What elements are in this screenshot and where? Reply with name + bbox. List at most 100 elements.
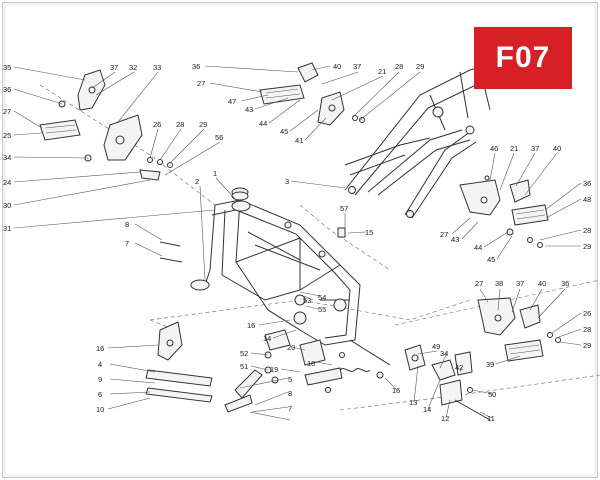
callout-15: 15	[365, 228, 373, 237]
leader-line	[497, 288, 501, 311]
callout-26-a: 26	[153, 120, 161, 129]
leader-line	[321, 71, 359, 85]
leader-line	[272, 329, 297, 339]
leader-line	[215, 177, 237, 201]
callout-21-b: 21	[510, 144, 518, 153]
leader-line	[299, 291, 321, 297]
callout-16-a: 16	[247, 321, 255, 330]
callout-7-a: 7	[125, 239, 129, 248]
leader-line	[13, 110, 43, 129]
leader-line	[524, 152, 558, 196]
leader-line	[471, 389, 494, 395]
leader-line	[13, 66, 86, 81]
leader-line	[169, 128, 205, 164]
leader-line	[351, 71, 400, 119]
leader-line	[280, 368, 301, 373]
leader-line	[107, 397, 151, 410]
callout-43-a: 43	[245, 105, 253, 114]
callout-39: 39	[486, 360, 494, 369]
callout-44-a: 44	[259, 119, 267, 128]
callout-34-b: 34	[440, 349, 448, 358]
callout-3: 3	[285, 177, 289, 186]
callout-29-b: 29	[416, 62, 424, 71]
leader-line	[459, 366, 463, 373]
leader-line	[551, 312, 582, 334]
callout-43-b: 43	[451, 235, 459, 244]
callout-40-b: 40	[553, 144, 561, 153]
leader-line	[159, 128, 182, 161]
leader-line	[13, 156, 89, 159]
leader-line	[499, 152, 515, 191]
leader-line	[559, 341, 582, 346]
leader-line	[384, 377, 398, 391]
callout-27: 27	[3, 107, 11, 116]
leader-line	[291, 346, 306, 351]
callout-45-b: 45	[487, 255, 495, 264]
leader-line	[268, 99, 301, 124]
callout-27-b: 27	[197, 79, 205, 88]
callout-28-c: 28	[583, 226, 591, 235]
callout-16-c: 16	[392, 386, 400, 395]
callout-12: 12	[441, 414, 449, 423]
callout-37-a: 37	[110, 63, 118, 72]
leader-line	[483, 231, 509, 248]
callout-33: 33	[153, 63, 161, 72]
callout-16-b: 16	[96, 344, 104, 353]
leader-line	[109, 363, 156, 373]
callout-51: 51	[240, 362, 248, 371]
leader-line	[289, 109, 319, 132]
main-frame	[190, 199, 361, 346]
callout-27-c: 27	[440, 230, 448, 239]
leader-line	[331, 75, 384, 101]
leader-line	[417, 350, 438, 355]
callout-36: 36	[3, 85, 11, 94]
callout-53: 53	[303, 296, 311, 305]
leader-line	[239, 377, 289, 389]
leader-line	[359, 71, 421, 121]
callout-27-d: 27	[475, 279, 483, 288]
callout-55: 55	[318, 305, 326, 314]
leader-line	[413, 365, 419, 403]
callout-36-b: 36	[192, 62, 200, 71]
leader-line	[545, 198, 582, 219]
callout-37-c: 37	[531, 144, 539, 153]
leader-line	[13, 209, 216, 229]
callout-9: 9	[98, 375, 102, 384]
leader-line	[107, 344, 159, 349]
left-footpeg-assembly	[39, 69, 173, 181]
leader-line	[427, 379, 441, 410]
leader-line	[13, 132, 43, 136]
callout-52: 52	[240, 349, 248, 358]
leader-line	[489, 152, 496, 181]
leader-line	[204, 65, 299, 73]
right-lower-footpeg	[477, 297, 561, 362]
leader-line	[199, 185, 206, 281]
leader-line	[13, 179, 151, 206]
leader-line	[117, 71, 159, 123]
page-code-badge: F07	[474, 27, 572, 89]
callout-1: 1	[213, 169, 217, 178]
callout-35: 35	[3, 63, 11, 72]
leader-line	[537, 288, 566, 319]
callout-labels: 35 36 27 25 34 24 30 31 37 32 33 26 28 2…	[3, 62, 591, 423]
leader-line	[529, 288, 543, 311]
callout-48: 48	[583, 195, 591, 204]
callout-47: 47	[228, 97, 236, 106]
leader-line	[149, 128, 159, 159]
leader-line	[445, 399, 451, 419]
callout-14-b: 14	[423, 405, 431, 414]
callout-10: 10	[96, 405, 104, 414]
leader-line	[250, 352, 269, 356]
callout-37-d: 37	[516, 279, 524, 288]
leader-line	[305, 305, 319, 310]
callout-57: 57	[340, 204, 348, 213]
callout-50: 50	[488, 390, 496, 399]
leader-line	[240, 94, 269, 102]
callout-6: 6	[98, 390, 102, 399]
leader-line	[134, 242, 163, 257]
leader-line	[134, 223, 163, 241]
rear-brake-parts	[376, 344, 491, 421]
callout-8-b: 8	[288, 389, 292, 398]
